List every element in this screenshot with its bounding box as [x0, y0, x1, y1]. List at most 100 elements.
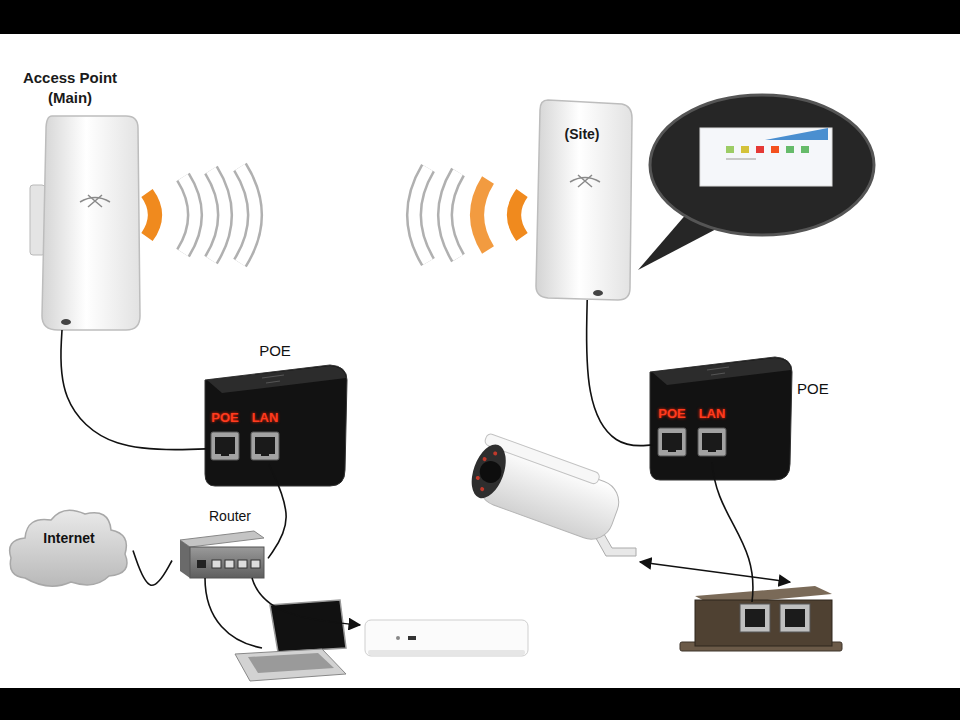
nvr-recorder — [368, 650, 525, 655]
status-callout — [801, 146, 809, 153]
ethernet-cable — [61, 330, 206, 450]
laptop — [235, 600, 346, 681]
cable — [712, 462, 753, 602]
device-label: POE — [200, 342, 350, 360]
cable — [640, 562, 790, 582]
radio-waves — [445, 172, 458, 258]
rj45-jack — [210, 431, 240, 461]
poe-injector-body — [207, 366, 346, 393]
radio-waves — [414, 168, 428, 262]
access-point-device — [570, 175, 600, 187]
radio-waves — [240, 167, 255, 263]
nvr-recorder — [408, 636, 416, 640]
radio-waves — [183, 177, 195, 253]
frame-band — [0, 0, 960, 34]
access-point-device — [61, 319, 71, 325]
router-device — [180, 531, 264, 578]
network-adapter — [780, 604, 810, 632]
router-device — [180, 531, 264, 547]
rj45-jack — [668, 447, 676, 452]
status-callout — [700, 128, 832, 186]
network-adapter — [680, 586, 842, 651]
access-point: Access Point (Main) — [10, 68, 140, 330]
nvr-recorder — [365, 620, 528, 656]
nvr-recorder — [396, 636, 400, 640]
laptop — [235, 649, 346, 681]
poe-injector-body — [707, 367, 729, 375]
radio-waves — [414, 168, 522, 262]
port-label: LAN — [693, 406, 731, 422]
cable — [205, 462, 790, 648]
radio-waves — [147, 193, 155, 237]
port-label: POE — [206, 410, 244, 426]
lan-port: LAN — [246, 410, 284, 464]
internet-cloud: Internet — [5, 500, 133, 592]
rj45-jack — [251, 432, 279, 460]
ip-camera — [464, 432, 636, 556]
rj45-jack — [698, 428, 726, 456]
ip-camera — [475, 475, 480, 480]
laptop — [270, 600, 346, 652]
router-device — [180, 540, 190, 578]
radio-waves — [183, 177, 195, 253]
radio-waves — [240, 167, 255, 263]
radio-waves — [211, 170, 225, 260]
network-adapter — [695, 600, 832, 646]
access-point-device — [80, 195, 110, 207]
router-device — [212, 560, 221, 568]
port-label: POE — [653, 406, 691, 422]
ethernet-cable — [268, 464, 286, 558]
rj45-jack — [708, 447, 716, 452]
poe-injector: POEPOELAN — [200, 342, 350, 488]
poe-port: POE — [206, 410, 244, 464]
ip-camera — [464, 432, 627, 545]
device-label: Access Point (Main) — [10, 68, 130, 107]
status-callout — [741, 146, 749, 153]
device-label: (Site) — [530, 126, 634, 143]
lan-port: LAN — [693, 406, 731, 460]
device-label: POE — [797, 380, 843, 398]
ip-camera — [465, 440, 512, 503]
poe-injector-body — [650, 357, 792, 480]
router-device — [190, 547, 264, 578]
access-point-device — [593, 290, 603, 296]
nvr-recorder — [365, 620, 528, 656]
ip-camera — [480, 487, 485, 492]
status-callout — [726, 146, 734, 153]
router: Router — [172, 508, 268, 578]
rj45-jack — [658, 428, 686, 456]
status-callout — [756, 146, 764, 153]
rj45-jack — [657, 427, 687, 457]
ethernet-cable — [133, 551, 172, 586]
poe-injector-body — [205, 365, 347, 486]
access-point-device — [30, 116, 140, 330]
radio-waves — [514, 193, 522, 237]
network-adapter — [745, 609, 765, 627]
radio-waves — [445, 172, 458, 258]
ip-camera — [482, 457, 487, 462]
ip-camera — [493, 451, 498, 456]
poe-injector-body — [205, 365, 347, 486]
network-adapter — [740, 604, 770, 632]
device-label: Internet — [5, 530, 133, 547]
status-callout — [771, 146, 779, 153]
access-point-device — [42, 116, 140, 330]
poe-injector: POEPOELAN — [645, 350, 845, 485]
rj45-jack — [221, 451, 229, 456]
cable — [205, 578, 262, 648]
radio-waves — [414, 168, 428, 262]
router-device — [238, 560, 247, 568]
poe-injector-body — [650, 357, 792, 480]
status-callout — [765, 128, 828, 140]
status-callout — [726, 158, 756, 160]
access-point-device — [30, 185, 45, 255]
router-device — [225, 560, 234, 568]
poe-port: POE — [653, 406, 691, 460]
device-label: Router — [192, 508, 268, 525]
laptop — [248, 653, 334, 673]
router-device — [251, 560, 260, 568]
